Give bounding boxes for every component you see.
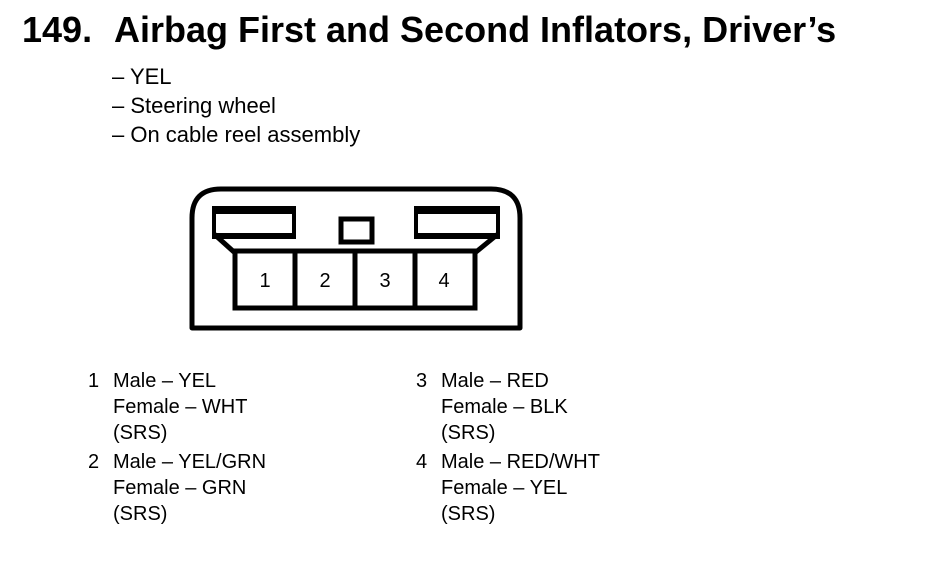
pinout-circuit: (SRS) [441,503,496,525]
pinout-male-wire: Male – RED [441,370,549,392]
pinout-circuit: (SRS) [113,503,168,525]
detail-location: – Steering wheel [112,93,276,118]
pinout-entry: 2 Male – YEL/GRN Female – GRN (SRS) [88,449,266,527]
pinout-female-wire: Female – BLK [441,396,568,418]
pinout-female-wire: Female – WHT [113,396,248,418]
title-number: 149. [22,9,93,50]
detail-mounting: – On cable reel assembly [112,122,361,147]
center-key [338,216,375,245]
pinout-pin-number: 4 [416,451,428,473]
pinout-entry: 3 Male – RED Female – BLK (SRS) [416,368,600,446]
pinout-column-right: 3 Male – RED Female – BLK (SRS) 4 Male –… [416,368,600,527]
pin-area-shoulder-left [212,232,236,254]
pinout-circuit: (SRS) [113,422,168,444]
connector-diagram: 1 2 3 4 [189,186,523,331]
pinout-entry: 4 Male – RED/WHT Female – YEL (SRS) [416,449,600,527]
pinout-entry: 1 Male – YEL Female – WHT (SRS) [88,368,266,446]
pinout-pin-number: 3 [416,370,428,392]
pin-number-3: 3 [379,270,390,292]
locking-tab-right-slot [418,214,498,233]
pinout-male-wire: Male – RED/WHT [441,451,600,473]
title-text: Airbag First and Second Inflators, Drive… [114,9,837,50]
pin-number-1: 1 [259,270,270,292]
pin-number-4: 4 [438,270,449,292]
pinout-male-wire: Male – YEL [113,370,217,392]
pinout-female-wire: Female – GRN [113,477,247,499]
pin-area-shoulder-right [474,232,500,254]
pinout-column-left: 1 Male – YEL Female – WHT (SRS) 2 Male –… [88,368,266,527]
pinout-circuit: (SRS) [441,422,496,444]
connector-details: – YEL – Steering wheel – On cable reel a… [112,62,360,149]
pinout-pin-number: 1 [88,370,100,392]
pinout-female-wire: Female – YEL [441,477,568,499]
page-title: 149. Airbag First and Second Inflators, D… [22,8,836,52]
detail-color: – YEL [112,64,172,89]
connector-housing [189,186,523,331]
pinout-male-wire: Male – YEL/GRN [113,451,267,473]
pinout-pin-number: 2 [88,451,100,473]
pin-number-2: 2 [319,270,330,292]
locking-tab-left-slot [214,214,292,233]
